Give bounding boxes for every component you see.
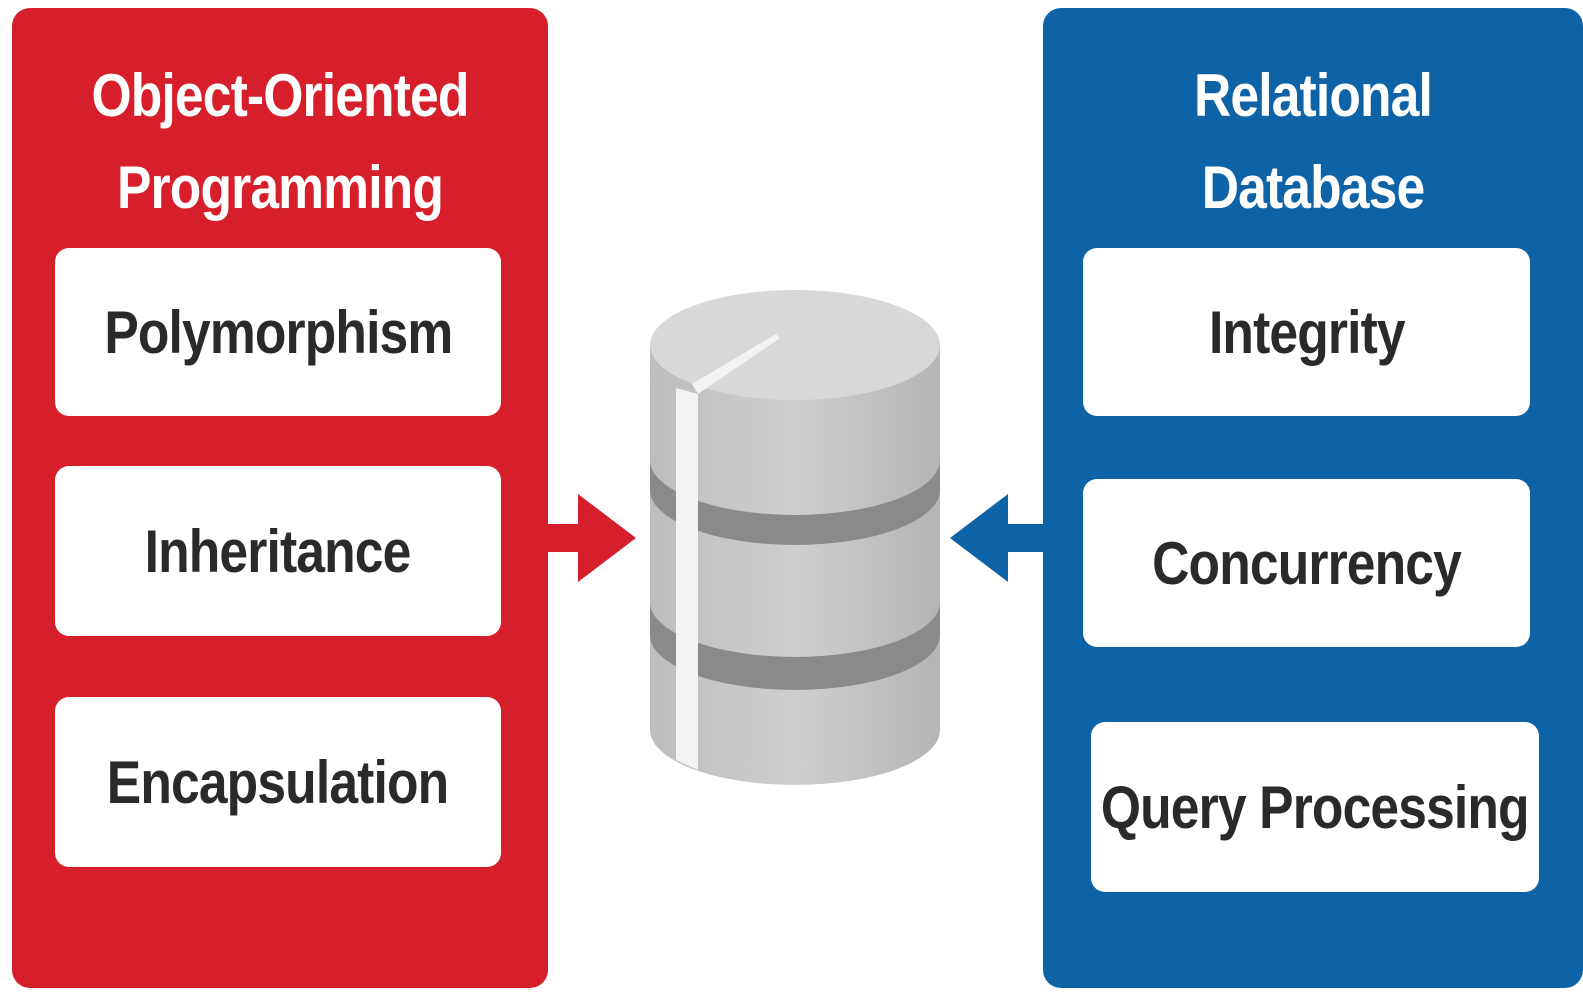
- rdb-title-line2: Database: [1201, 154, 1425, 221]
- rdb-item-concurrency: Concurrency: [1083, 479, 1530, 647]
- oop-item-polymorphism: Polymorphism: [55, 248, 501, 416]
- oop-title-line1: Object-Oriented: [91, 62, 469, 129]
- oop-item-inheritance: Inheritance: [55, 466, 501, 636]
- rdb-item-label: Integrity: [1208, 298, 1406, 366]
- rdb-item-label: Concurrency: [1152, 529, 1462, 597]
- oop-item-label: Polymorphism: [103, 298, 453, 366]
- database-icon: [650, 290, 940, 785]
- right-arrow-icon: [540, 494, 636, 582]
- rdb-item-integrity: Integrity: [1083, 248, 1530, 416]
- oop-item-encapsulation: Encapsulation: [55, 697, 501, 867]
- rdb-title-line1: Relational: [1193, 62, 1433, 129]
- oop-item-label: Inheritance: [145, 517, 412, 585]
- rdb-item-label: Query Processing: [1101, 773, 1530, 841]
- left-arrow-icon: [950, 494, 1046, 582]
- oop-title: Object-Oriented Programming: [50, 50, 511, 234]
- rdb-title: Relational Database: [1081, 50, 1545, 234]
- oop-title-line2: Programming: [117, 154, 444, 221]
- oop-item-label: Encapsulation: [107, 748, 449, 816]
- rdb-item-query-processing: Query Processing: [1091, 722, 1539, 892]
